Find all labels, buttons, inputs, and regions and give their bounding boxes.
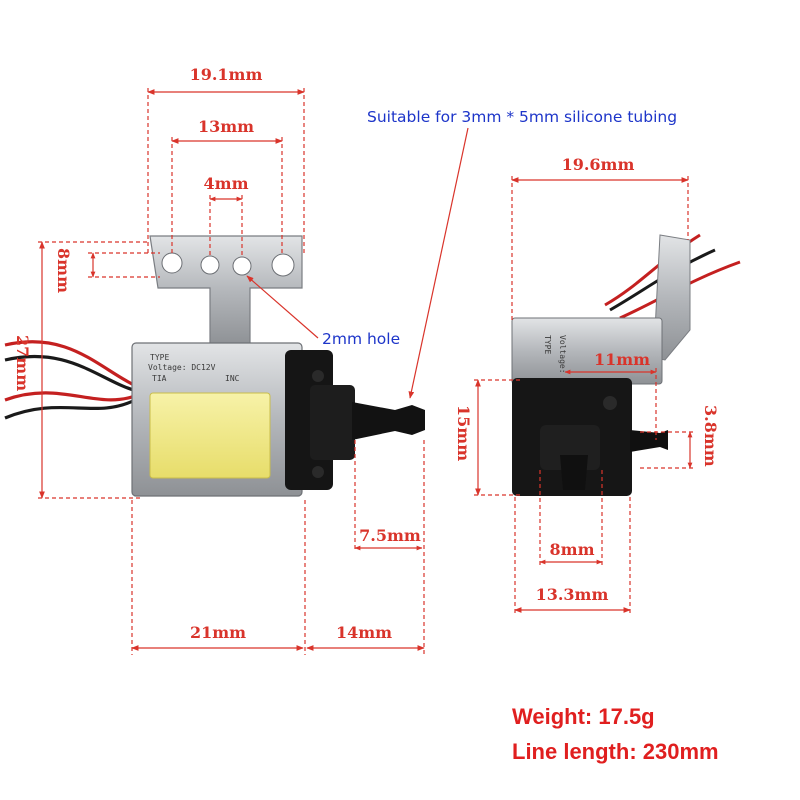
left-wires: [4, 340, 141, 420]
dim-nozzle-width: 7.5mm: [359, 526, 421, 545]
line-length-spec: Line length: 230mm: [512, 739, 719, 764]
dim-base-width: 8mm: [550, 540, 595, 559]
plate-line-r1: TYPE: [543, 335, 552, 354]
right-valve: TYPE Voltage: DC12V: [511, 233, 741, 496]
dim-hole-spacing: 4mm: [204, 174, 249, 193]
left-valve: TYPE Voltage: DC12V TIA INC: [4, 235, 425, 497]
left-dimensions: [38, 88, 469, 655]
screw: [312, 466, 324, 478]
dim-bracket-height: 8mm: [54, 248, 73, 293]
dim-body-length: 21mm: [190, 623, 246, 642]
right-dimensions: [474, 176, 695, 615]
plate-line-2: Voltage: DC12V: [148, 363, 216, 372]
screw: [603, 396, 617, 410]
right-label-plate: TYPE Voltage: DC12V: [543, 335, 567, 403]
dim-port-offset: 11mm: [594, 350, 650, 369]
plate-line-1: TYPE: [150, 353, 169, 362]
right-nozzle-side: [630, 430, 668, 452]
label-plate: TYPE Voltage: DC12V TIA INC: [148, 353, 240, 383]
plate-line-3: TIA: [152, 374, 167, 383]
dimension-labels: 19.1mm 13mm 4mm 8mm 27mm 21mm 14mm 7.5mm…: [13, 65, 720, 642]
dim-top-width-left: 19.1mm: [190, 65, 263, 84]
plate-line-r2: Voltage: DC12V: [558, 335, 567, 403]
left-valve-cap: [310, 385, 355, 460]
dim-body-height: 27mm: [13, 335, 32, 391]
weight-spec: Weight: 17.5g: [512, 704, 655, 729]
dim-port-height: 3.8mm: [701, 405, 720, 467]
right-nozzle-down: [560, 455, 588, 490]
dim-hole-span: 13mm: [198, 117, 254, 136]
left-bracket: [149, 235, 303, 346]
dim-nozzle-length: 14mm: [336, 623, 392, 642]
dim-front-width: 13.3mm: [536, 585, 609, 604]
coil: [149, 392, 271, 479]
screw: [312, 370, 324, 382]
bracket-holes: [161, 252, 295, 277]
left-nozzle: [352, 402, 425, 440]
plate-line-4: INC: [225, 374, 240, 383]
dim-front-height: 15mm: [454, 405, 473, 461]
dim-top-width-right: 19.6mm: [562, 155, 635, 174]
tubing-note: Suitable for 3mm * 5mm silicone tubing: [367, 108, 677, 126]
hole-note: 2mm hole: [322, 330, 400, 348]
